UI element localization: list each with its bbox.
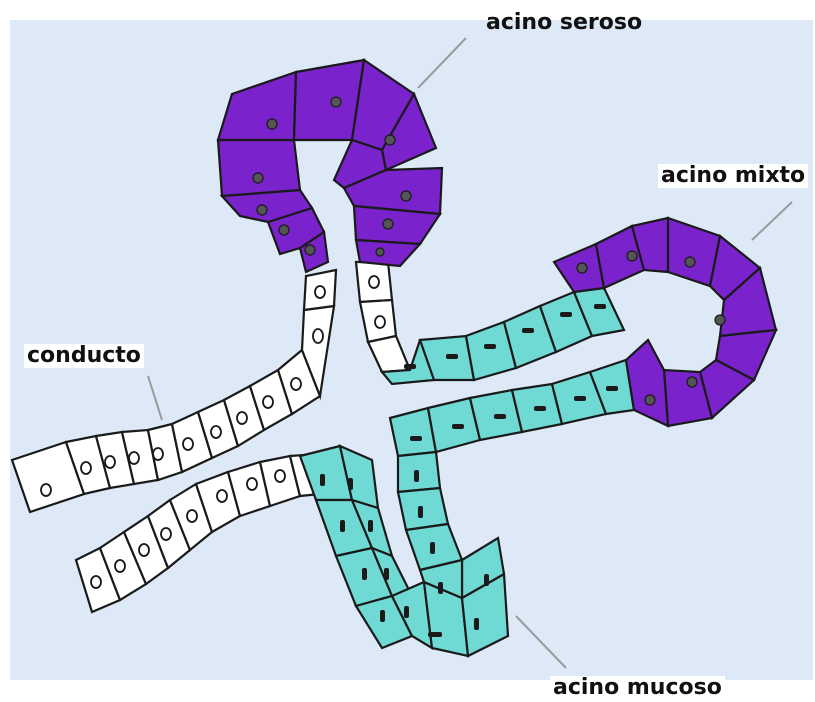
label-serous-acinus: acino seroso — [486, 12, 642, 34]
label-mixed-acinus: acino mixto — [658, 164, 808, 188]
label-mucous-acinus: acino mucoso — [550, 676, 725, 700]
label-duct: conducto — [24, 344, 144, 368]
